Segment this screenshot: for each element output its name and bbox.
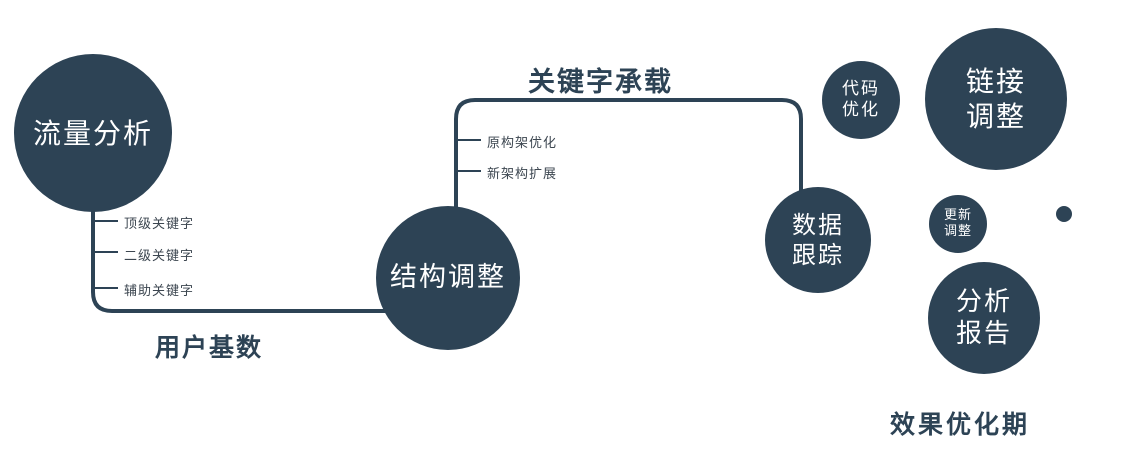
node-structure-adjustment: 结构调整: [376, 206, 520, 350]
decorative-dot: [1056, 206, 1072, 222]
node-code-optimization-line1: 代码: [842, 78, 880, 99]
node-analysis-report-line1: 分析: [955, 286, 1012, 317]
node-data-tracking: 数据 跟踪: [765, 187, 871, 293]
connector-line-bottom: [91, 190, 430, 313]
tick-label-top-keyword: 顶级关键字: [124, 217, 195, 232]
node-analysis-report: 分析 报告: [928, 262, 1040, 374]
node-traffic-analysis: 流量分析: [14, 54, 172, 212]
tick-label-original-framework: 原构架优化: [487, 136, 558, 151]
node-data-tracking-line2: 跟踪: [792, 241, 844, 269]
edge-label-keyword-carry: 关键字承载: [528, 67, 673, 98]
node-code-optimization: 代码 优化: [822, 61, 900, 139]
tick-label-new-framework: 新架构扩展: [487, 167, 558, 182]
node-analysis-report-line2: 报告: [955, 319, 1012, 349]
node-update-adjustment: 更新 调整: [929, 195, 987, 253]
edge-label-user-base: 用户基数: [155, 333, 264, 362]
tick-label-second-keyword: 二级关键字: [124, 249, 195, 264]
node-link-adjustment: 链接 调整: [925, 28, 1067, 170]
tick-label-aux-keyword: 辅助关键字: [124, 284, 195, 299]
node-update-adjustment-line1: 更新: [943, 207, 972, 223]
node-structure-adjustment-label: 结构调整: [390, 262, 506, 294]
node-link-adjustment-line1: 链接: [965, 65, 1026, 98]
node-traffic-analysis-label: 流量分析: [32, 116, 153, 150]
node-update-adjustment-line2: 调整: [943, 224, 972, 239]
caption-effect-optimization-period: 效果优化期: [890, 410, 1031, 439]
node-code-optimization-line2: 优化: [842, 100, 880, 120]
node-link-adjustment-line2: 调整: [965, 100, 1026, 133]
node-data-tracking-line1: 数据: [792, 211, 844, 239]
connector-line-top: [454, 98, 803, 232]
